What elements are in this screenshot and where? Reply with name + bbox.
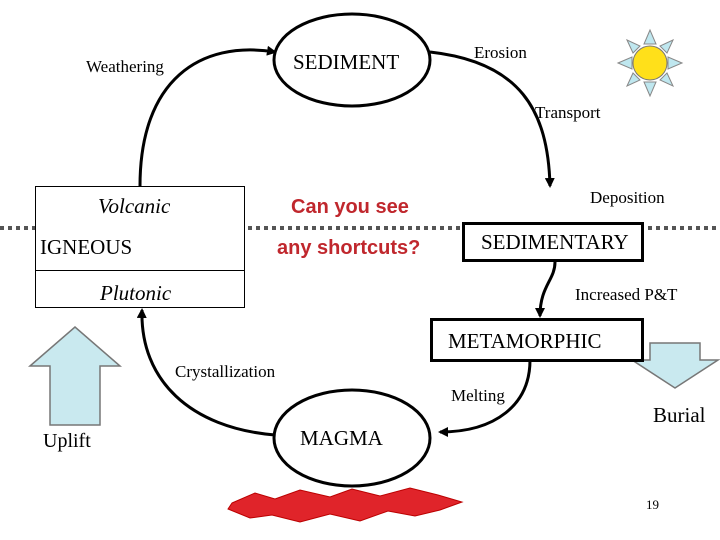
igneous-label: IGNEOUS — [40, 235, 133, 259]
down-arrow-icon — [629, 342, 720, 389]
up-arrow-icon — [27, 326, 123, 426]
arrow-magma-to-igneous — [136, 308, 276, 437]
arrow-sediment-to-sedimentary — [429, 50, 555, 188]
page-number: 19 — [646, 497, 659, 512]
question-line-1: Can you see — [291, 196, 409, 218]
erosion-label: Erosion — [474, 43, 527, 62]
transport-label: Transport — [535, 103, 601, 122]
igneous-divider — [36, 270, 244, 271]
sedimentary-box — [462, 222, 644, 262]
uplift-label: Uplift — [43, 430, 91, 452]
sediment-oval — [272, 12, 432, 108]
weathering-label: Weathering — [86, 57, 164, 76]
heat-burst-icon — [227, 487, 464, 523]
magma-oval — [272, 388, 432, 488]
arrow-metamorphic-to-magma — [438, 359, 532, 437]
deposition-label: Deposition — [590, 188, 665, 207]
sediment-label: SEDIMENT — [293, 50, 400, 74]
increased-pt-label: Increased P&T — [575, 285, 678, 304]
plutonic-label: Plutonic — [100, 281, 172, 305]
igneous-box — [35, 186, 245, 308]
sun-icon — [616, 28, 684, 98]
melting-label: Melting — [451, 386, 505, 405]
question-line-2: any shortcuts? — [277, 237, 421, 259]
metamorphic-label: METAMORPHIC — [448, 329, 602, 353]
crystallization-label: Crystallization — [175, 362, 276, 381]
sedimentary-label: SEDIMENTARY — [481, 230, 629, 254]
burial-label: Burial — [653, 403, 706, 427]
volcanic-label: Volcanic — [98, 194, 171, 218]
arrow-igneous-to-sediment — [138, 45, 277, 187]
magma-label: MAGMA — [300, 426, 383, 450]
metamorphic-box — [430, 318, 644, 362]
arrow-sedimentary-to-metamorphic — [535, 261, 557, 318]
